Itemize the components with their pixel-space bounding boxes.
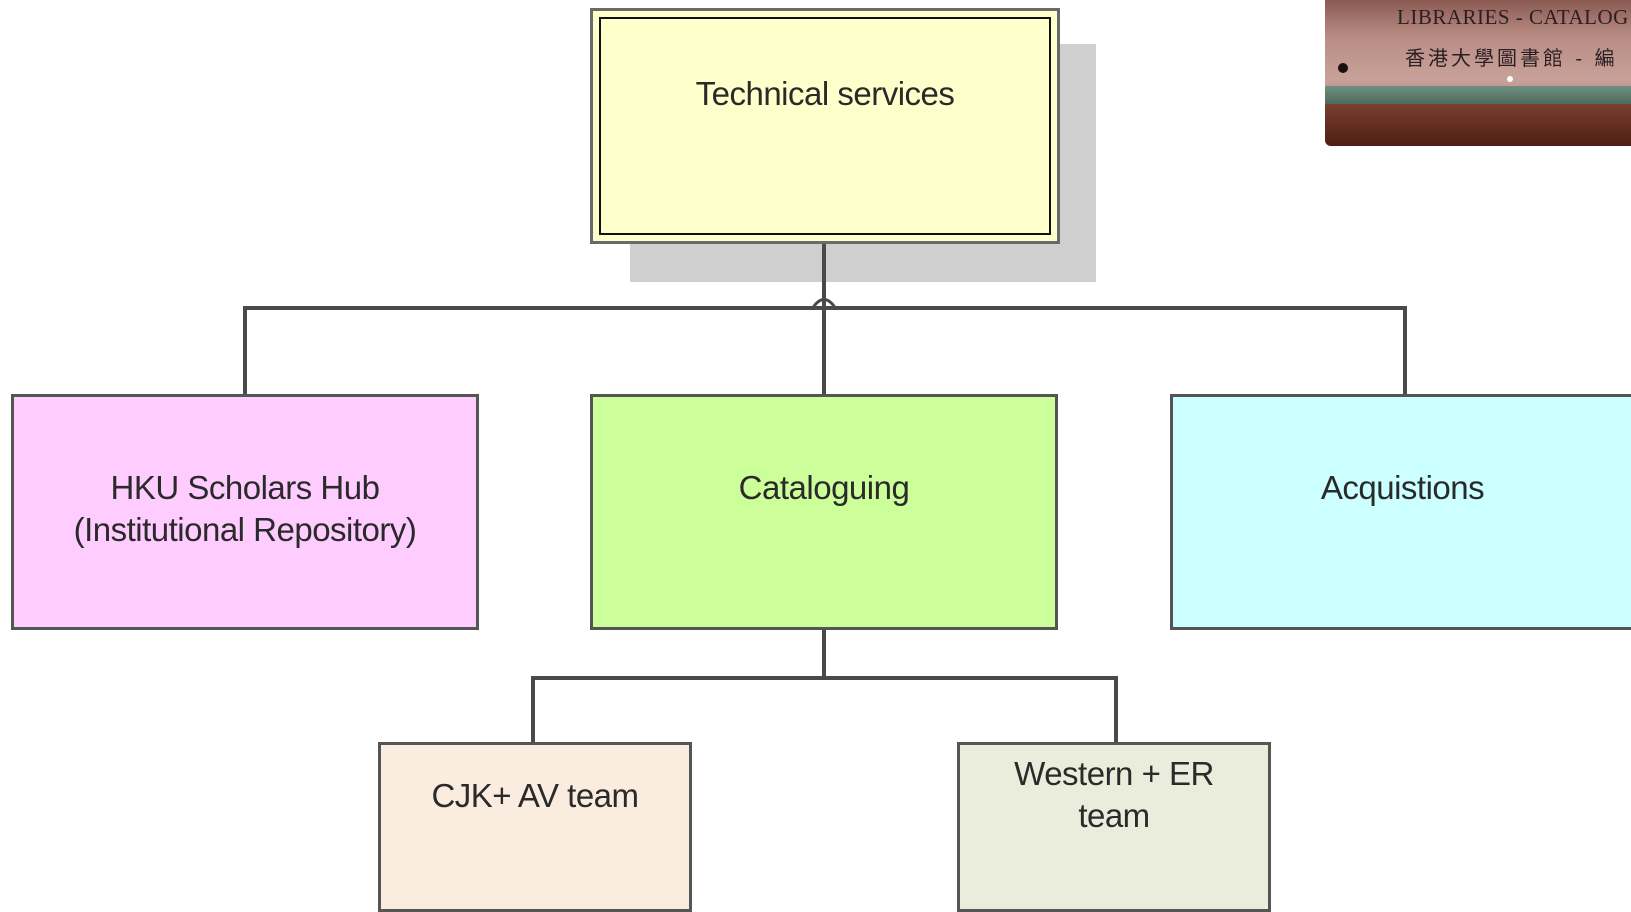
hkusholars-hub-box: HKU Scholars Hub (Institutional Reposito… (11, 394, 479, 630)
library-sign-photo: LIBRARIES - CATALOG 香港大學圖書館 - 編 (1325, 0, 1631, 146)
sign-screw (1338, 63, 1348, 73)
technical-services-inner-border (599, 17, 1051, 235)
western-er-team-label: Western + ER team (1014, 755, 1214, 834)
sign-text-chinese: 香港大學圖書館 - 編 (1405, 46, 1618, 70)
connector-to-cjk-team (531, 676, 535, 744)
sign-lower-band (1325, 104, 1631, 146)
connector-units-horizontal (243, 306, 1407, 310)
cjk-av-team-label: CJK+ AV team (431, 777, 639, 814)
acquistions-label: Acquistions (1320, 469, 1485, 506)
technical-services-box: Technical services (590, 8, 1060, 244)
connector-to-acquisitions (1403, 306, 1407, 396)
cataloguing-box: Cataloguing (590, 394, 1058, 630)
sign-strip (1325, 86, 1631, 104)
cataloguing-label: Cataloguing (738, 469, 910, 506)
acquistions-box: Acquistions (1170, 394, 1631, 630)
connector-root-down (822, 244, 826, 396)
connector-to-western-team (1114, 676, 1118, 744)
hkusholars-hub-label: HKU Scholars Hub (Institutional Reposito… (73, 469, 417, 548)
connector-cataloguing-down (822, 630, 826, 680)
technical-services-label: Technical services (695, 75, 955, 112)
connector-to-hub (243, 306, 247, 396)
connector-crossover-arc (810, 298, 838, 310)
western-er-team-box: Western + ER team (957, 742, 1271, 912)
sign-glint (1507, 76, 1513, 82)
cjk-av-team-box: CJK+ AV team (378, 742, 692, 912)
sign-text-english: LIBRARIES - CATALOG (1397, 5, 1629, 29)
connector-teams-horizontal (531, 676, 1118, 680)
